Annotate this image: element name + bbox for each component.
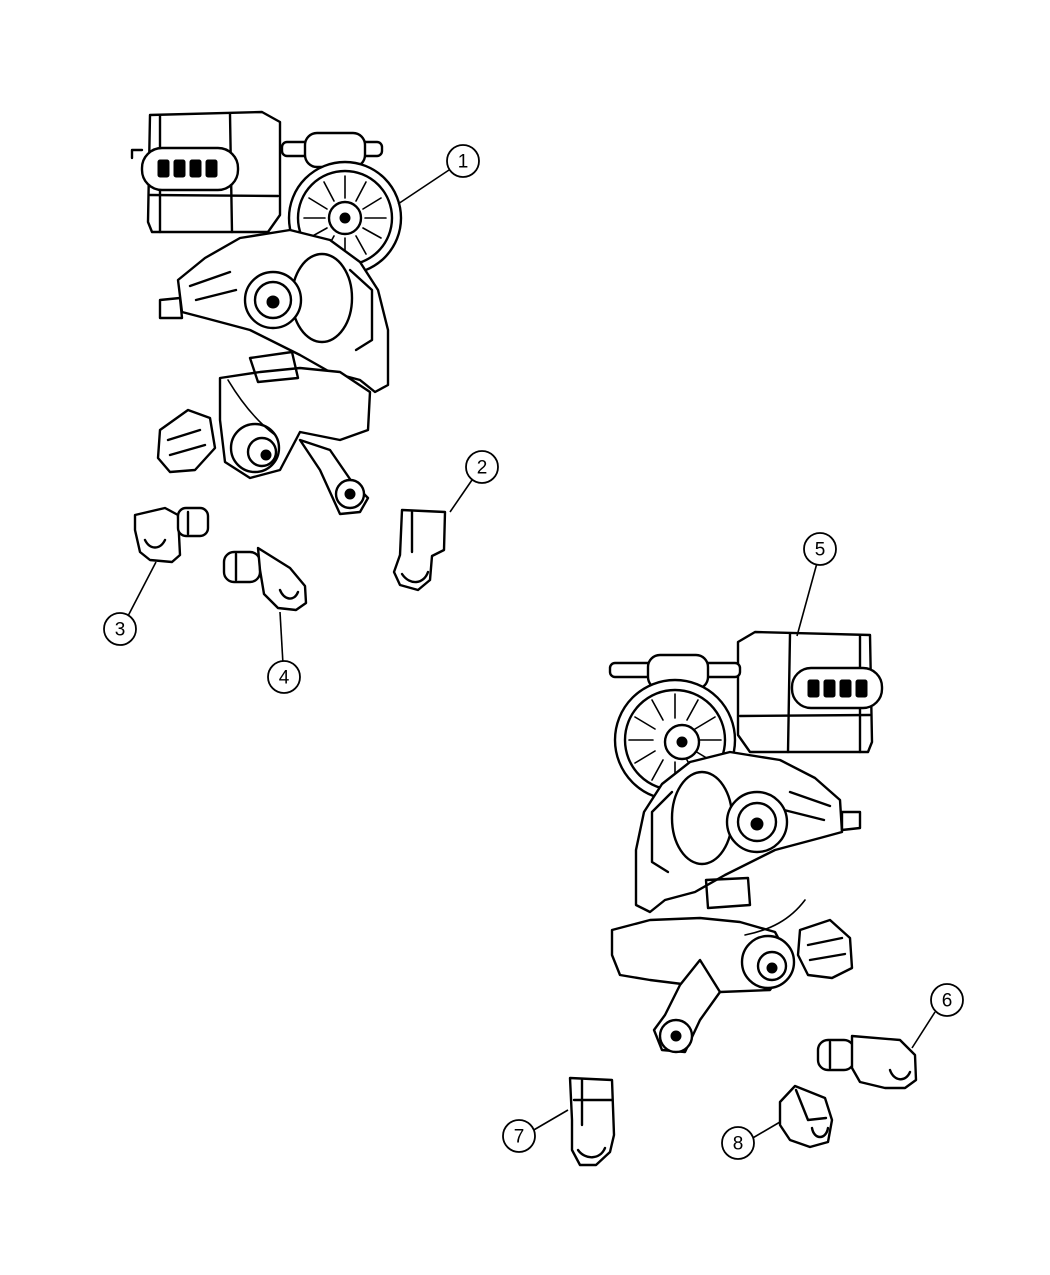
clip-part-2 [392, 508, 447, 592]
leader-3 [127, 561, 157, 617]
leader-7 [531, 1109, 569, 1132]
callout-4: 4 [267, 660, 301, 694]
clip-part-4 [222, 546, 308, 612]
callout-7: 7 [502, 1119, 536, 1153]
callout-6: 6 [930, 983, 964, 1017]
callout-3-label: 3 [115, 620, 126, 641]
leader-5 [796, 562, 818, 637]
callout-7-label: 7 [514, 1127, 525, 1148]
clip-part-8 [778, 1084, 834, 1149]
clip-part-3 [133, 506, 210, 564]
callout-1-label: 1 [458, 152, 469, 173]
callout-3: 3 [103, 612, 137, 646]
callout-2-label: 2 [477, 458, 488, 479]
leader-4 [279, 611, 284, 665]
leader-6 [911, 1011, 936, 1049]
callout-2: 2 [465, 450, 499, 484]
latch-assembly-left [130, 110, 403, 516]
clip-part-7 [568, 1076, 616, 1167]
callout-8-label: 8 [733, 1134, 744, 1155]
leader-8 [750, 1121, 781, 1140]
latch-assembly-right [608, 630, 884, 1054]
callout-5: 5 [803, 532, 837, 566]
leader-1 [397, 169, 450, 205]
callout-6-label: 6 [942, 991, 953, 1012]
callout-1: 1 [446, 144, 480, 178]
callout-4-label: 4 [279, 668, 290, 689]
callout-8: 8 [721, 1126, 755, 1160]
callout-5-label: 5 [815, 540, 826, 561]
leader-2 [449, 479, 473, 513]
clip-part-6 [816, 1034, 918, 1090]
leader-lines [127, 169, 936, 1140]
